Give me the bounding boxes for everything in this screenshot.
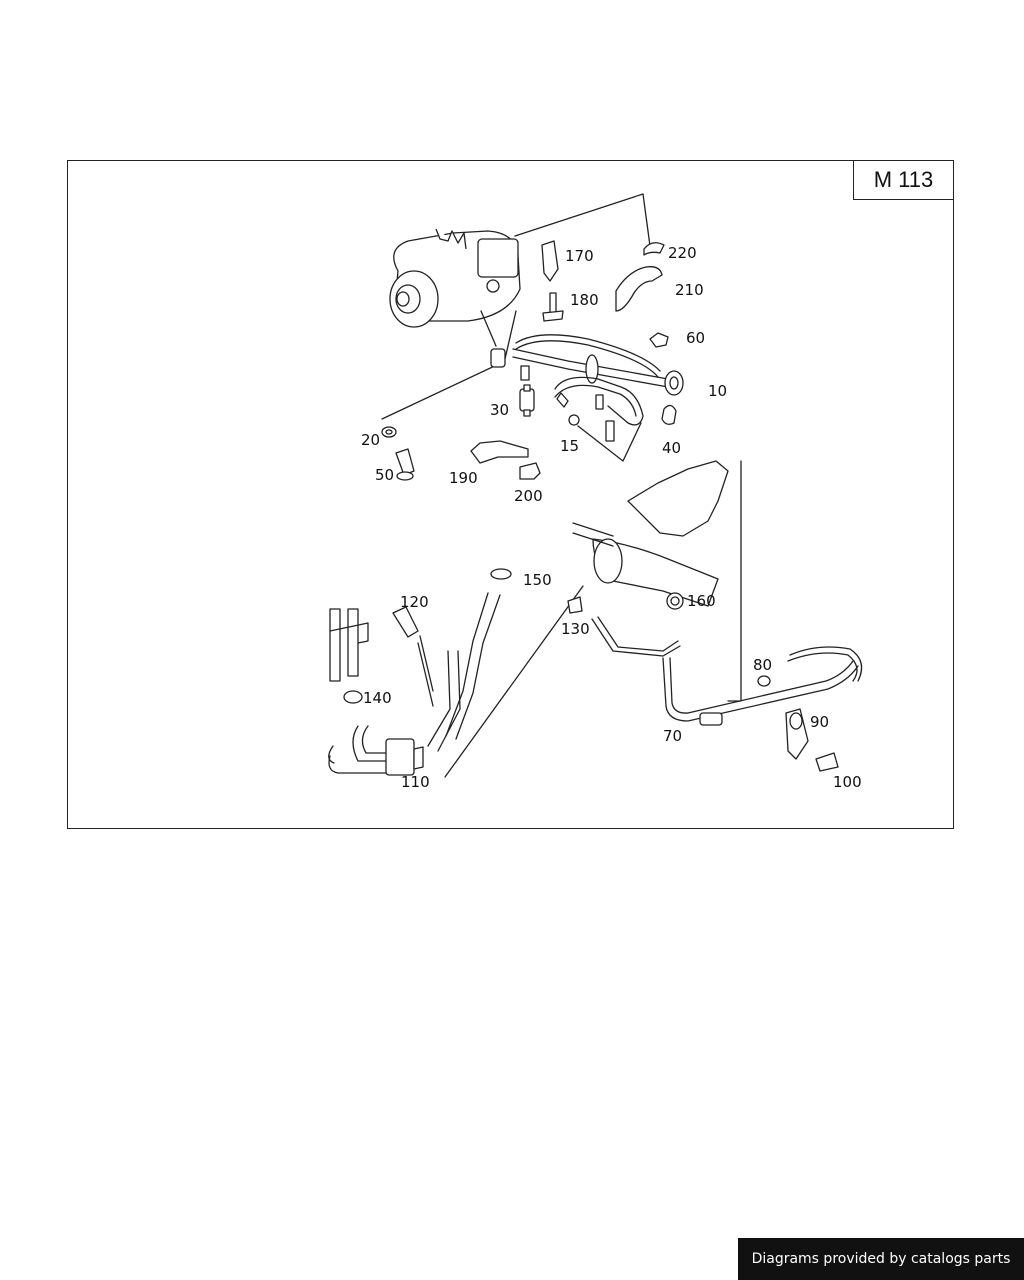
part-label-100[interactable]: 100	[833, 773, 862, 791]
part-label-150[interactable]: 150	[523, 571, 552, 589]
part-label-130[interactable]: 130	[561, 620, 590, 638]
part-label-20[interactable]: 20	[361, 431, 381, 449]
part-label-10[interactable]: 10	[708, 382, 728, 400]
leader-lines	[381, 193, 742, 778]
parts-diagram-drawing	[328, 193, 863, 778]
hose-assembly-left	[328, 568, 583, 776]
banjo-fittings	[381, 348, 506, 481]
pressure-line-upper	[512, 334, 684, 442]
part-label-50[interactable]: 50	[375, 466, 395, 484]
part-label-120[interactable]: 120	[400, 593, 429, 611]
part-label-200[interactable]: 200	[514, 487, 543, 505]
part-label-40[interactable]: 40	[662, 439, 682, 457]
pump-assembly	[389, 228, 521, 347]
part-label-190[interactable]: 190	[449, 469, 478, 487]
steering-gear	[572, 460, 729, 610]
model-code-box: M 113	[853, 160, 954, 200]
part-label-90[interactable]: 90	[810, 713, 830, 731]
part-label-180[interactable]: 180	[570, 291, 599, 309]
part-label-210[interactable]: 210	[675, 281, 704, 299]
part-label-30[interactable]: 30	[490, 401, 510, 419]
part-label-110[interactable]: 110	[401, 773, 430, 791]
part-label-60[interactable]: 60	[686, 329, 706, 347]
parts-diagram-frame: M 113 10 15 20 30 40 50 60 70 80 90 100 …	[67, 160, 954, 829]
part-label-220[interactable]: 220	[668, 244, 697, 262]
part-label-140[interactable]: 140	[363, 689, 392, 707]
part-label-170[interactable]: 170	[565, 247, 594, 265]
small-parts-upper	[470, 240, 677, 480]
part-label-80[interactable]: 80	[753, 656, 773, 674]
return-line-lower	[591, 616, 863, 772]
footer-attribution: Diagrams provided by catalogs parts	[738, 1238, 1024, 1280]
part-label-15[interactable]: 15	[560, 437, 580, 455]
part-label-70[interactable]: 70	[663, 727, 683, 745]
part-label-160[interactable]: 160	[687, 592, 716, 610]
